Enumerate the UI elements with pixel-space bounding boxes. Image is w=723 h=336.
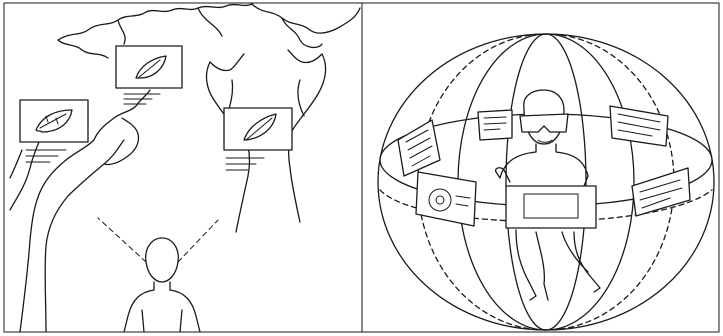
tree-canopy [58, 4, 360, 58]
person-icon [124, 238, 200, 332]
left-scene [10, 4, 360, 332]
info-card [116, 46, 182, 104]
floating-panel [632, 168, 690, 216]
info-card [20, 100, 88, 162]
card-frame [224, 108, 292, 150]
floating-panel [398, 120, 440, 176]
tablet-panel [506, 186, 596, 228]
card-frame [116, 46, 182, 88]
floating-panel [416, 172, 476, 226]
floating-panel [478, 110, 512, 140]
right-scene [378, 34, 714, 330]
info-card [224, 108, 292, 170]
